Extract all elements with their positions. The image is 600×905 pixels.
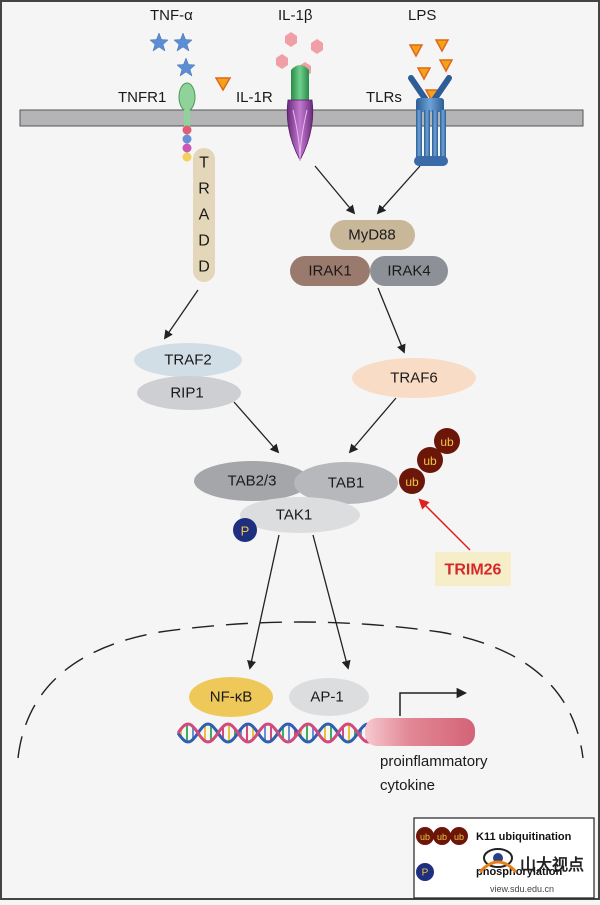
tnf-alpha-label: TNF-α <box>150 7 193 24</box>
arrow-tlr-to-myd88 <box>376 165 421 215</box>
tnf-alpha-ligand-icon <box>149 32 196 77</box>
trim26-label: TRIM26 <box>445 562 502 579</box>
arrow-traf6-to-tab <box>348 397 397 454</box>
traf2-protein <box>134 343 242 377</box>
legend-p-symbol: P <box>422 868 429 879</box>
lps-ligand-icon <box>408 39 454 103</box>
arrow-tak1-to-ap1 <box>312 534 351 670</box>
transcription-start-arrow <box>399 687 468 716</box>
traf2-label: TRAF2 <box>164 352 212 369</box>
tradd-label: T R A D D <box>198 155 210 276</box>
ap1-protein <box>289 678 369 716</box>
nfkb-label: NF-κB <box>210 689 253 706</box>
tradd-protein <box>193 148 215 282</box>
rip1-label: RIP1 <box>170 385 203 402</box>
svg-text:D: D <box>198 259 210 276</box>
svg-text:R: R <box>198 181 210 198</box>
lps-label: LPS <box>408 7 436 24</box>
arrow-tak1-to-nfkb <box>247 534 280 670</box>
arrow-il1r-to-myd88 <box>314 165 356 215</box>
watermark-text: 山大视点 <box>520 855 584 874</box>
tnfr1-label: TNFR1 <box>118 89 166 106</box>
irak1-label: IRAK1 <box>308 263 351 280</box>
phosphorylation-icon <box>233 518 257 542</box>
watermark-url: view.sdu.edu.cn <box>490 884 554 894</box>
ap1-label: AP-1 <box>310 689 343 706</box>
tlr-receptor <box>408 75 452 166</box>
traf6-label: TRAF6 <box>390 370 438 387</box>
legend-p-text: phosphorylation <box>476 866 562 878</box>
output-label-line1: proinflammatory <box>380 753 488 770</box>
tlrs-label: TLRs <box>366 89 402 106</box>
arrow-rip1-to-tab <box>233 401 280 454</box>
arrow-trim26-to-tab1 <box>418 498 471 551</box>
irak1-protein <box>290 256 370 286</box>
legend-ub-3: ub <box>454 832 464 842</box>
dna-helix <box>176 722 373 744</box>
tab23-label: TAB2/3 <box>228 473 277 490</box>
tab1-protein <box>294 462 398 504</box>
legend-ub-text: K11 ubiquitination <box>476 831 572 843</box>
watermark-logo: 山大视点 view.sdu.edu.cn <box>478 848 584 894</box>
il1b-label: IL-1β <box>278 7 313 24</box>
traf6-protein <box>352 358 476 398</box>
tab23-protein <box>194 461 310 501</box>
ub-text-3: ub <box>405 475 419 489</box>
svg-text:D: D <box>198 233 210 250</box>
ub-text-2: ub <box>423 454 437 468</box>
tab1-label: TAB1 <box>328 475 364 492</box>
tak1-protein <box>240 497 360 533</box>
trim26-box <box>435 552 511 586</box>
tnfr1-receptor <box>178 82 196 162</box>
gene-block <box>365 718 475 746</box>
irak4-protein <box>370 256 448 286</box>
legend-ub-2: ub <box>437 832 447 842</box>
arrow-irak-to-traf6 <box>377 287 406 354</box>
ubiquitin-chain-icon: ub ub ub <box>399 428 460 494</box>
lps-triangle-icon <box>214 77 232 92</box>
ub-text-1: ub <box>440 435 454 449</box>
arrow-tradd-to-traf2 <box>163 289 199 340</box>
legend-ub-1: ub <box>420 832 430 842</box>
il1r-receptor <box>286 65 314 161</box>
svg-text:A: A <box>199 207 210 224</box>
nuclear-envelope <box>17 621 584 759</box>
tak1-label: TAK1 <box>276 507 312 524</box>
rip1-protein <box>137 376 241 410</box>
irak4-label: IRAK4 <box>387 263 430 280</box>
il1r-label: IL-1R <box>236 89 273 106</box>
output-label-line2: cytokine <box>380 777 435 794</box>
myd88-protein <box>330 220 415 250</box>
myd88-label: MyD88 <box>348 227 396 244</box>
svg-text:T: T <box>199 155 209 172</box>
nfkb-protein <box>189 677 273 717</box>
phospho-symbol: P <box>241 524 250 539</box>
